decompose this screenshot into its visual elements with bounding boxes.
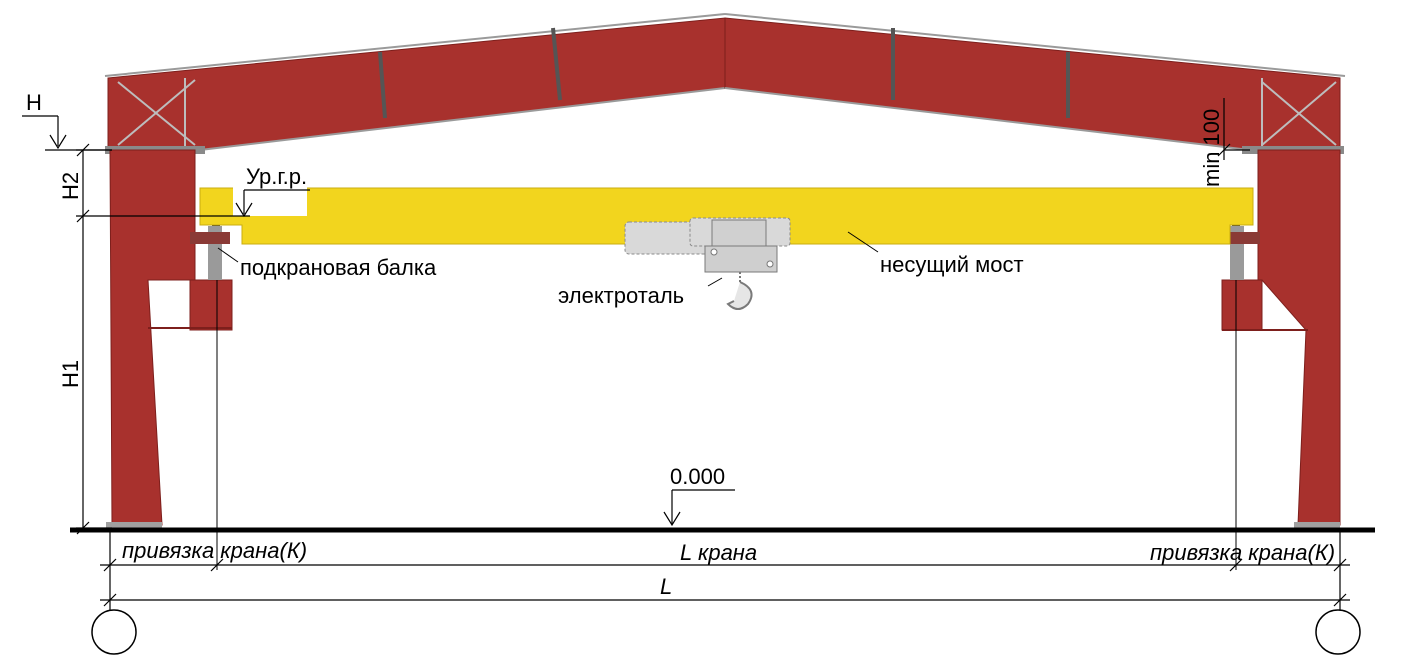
h-level-marker (22, 115, 67, 150)
label-crane-offset-left: привязка крана(К) (122, 538, 307, 563)
axis-marker-right (1315, 609, 1361, 655)
label-crane-girder: подкрановая балка (240, 255, 437, 280)
rail-level-marker (235, 189, 310, 218)
label-rail-level: Ур.г.р. (246, 164, 307, 189)
crane-corbel-right (1221, 279, 1263, 331)
roof-rafter-left (104, 13, 726, 151)
eave-bracing-left (117, 78, 196, 148)
label-zero-level: 0.000 (670, 464, 725, 489)
column-right (1257, 149, 1341, 526)
zero-level-marker (663, 489, 735, 527)
label-crane-span: L крана (680, 540, 757, 565)
electric-hoist (624, 217, 791, 310)
label-h: H (26, 90, 42, 115)
label-building-span: L (660, 574, 672, 599)
crane-corbel-left (189, 279, 233, 331)
crane-bridge (199, 187, 1254, 245)
rafter-splice-joints (378, 27, 1070, 119)
height-dimension-lines (45, 143, 250, 535)
rail-level-notch (233, 186, 307, 216)
column-base-right (1294, 522, 1340, 528)
min-clearance-dimension (1217, 98, 1250, 160)
span-dimension-lines (100, 532, 1350, 612)
label-min-clearance: min 100 (1199, 109, 1224, 187)
leader-lines (217, 231, 879, 287)
axis-marker-left (91, 609, 137, 655)
eave-bracing-right (1261, 78, 1337, 148)
label-h2: H2 (58, 172, 83, 200)
column-left (109, 149, 196, 526)
label-bridge: несущий мост (880, 252, 1024, 277)
column-base-left (106, 522, 162, 528)
label-h1: H1 (58, 360, 83, 388)
label-hoist: электроталь (558, 283, 684, 308)
roof-rafter-right (724, 13, 1346, 151)
label-crane-offset-right: привязка крана(К) (1150, 540, 1335, 565)
